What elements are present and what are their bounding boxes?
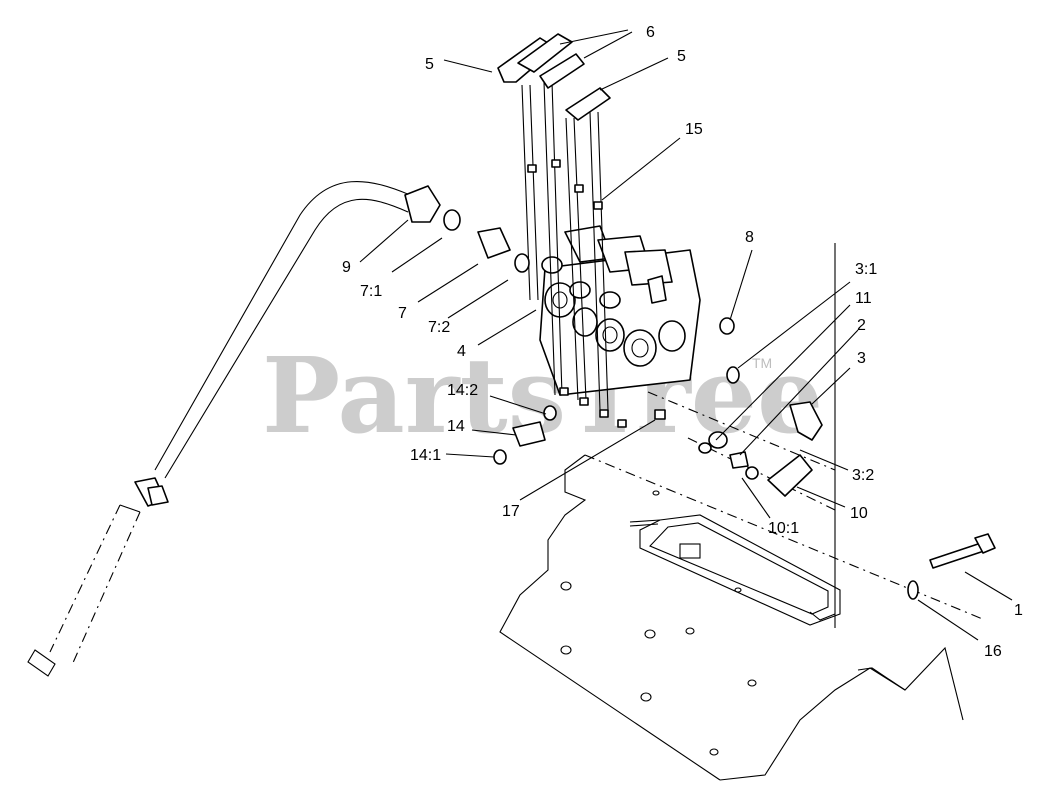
callout-7-1: 7:1 — [360, 283, 382, 300]
callout-16: 16 — [984, 643, 1002, 660]
leader-lines — [359, 29, 1013, 641]
control-levers — [497, 33, 666, 428]
callout-9: 9 — [342, 259, 351, 276]
callout-14: 14 — [447, 418, 465, 435]
callout-3-2: 3:2 — [852, 467, 874, 484]
hydraulic-tube — [27, 181, 441, 677]
callout-15: 15 — [685, 121, 703, 138]
fittings — [443, 209, 996, 600]
mounting-plate — [499, 243, 986, 781]
callout-17: 17 — [502, 503, 520, 520]
watermark-tm: TM — [752, 355, 772, 371]
callout-2: 2 — [857, 317, 866, 334]
callout-7: 7 — [398, 305, 407, 322]
callout-1: 1 — [1014, 602, 1023, 619]
callout-5-right: 5 — [677, 48, 686, 65]
callout-8: 8 — [745, 229, 754, 246]
callout-3: 3 — [857, 350, 866, 367]
callout-14-1: 14:1 — [410, 447, 441, 464]
callout-7-2: 7:2 — [428, 319, 450, 336]
callout-labels: 6 5 5 15 8 9 7:1 7 7:2 4 3:1 11 2 3 14:2… — [342, 24, 1023, 660]
callout-5-left: 5 — [425, 56, 434, 73]
callout-6: 6 — [646, 24, 655, 41]
callout-14-2: 14:2 — [447, 382, 478, 399]
callout-3-1: 3:1 — [855, 261, 877, 278]
callout-4: 4 — [457, 343, 466, 360]
control-valve — [539, 225, 701, 396]
callout-10-1: 10:1 — [768, 520, 799, 537]
callout-10: 10 — [850, 505, 868, 522]
callout-11: 11 — [855, 290, 872, 307]
